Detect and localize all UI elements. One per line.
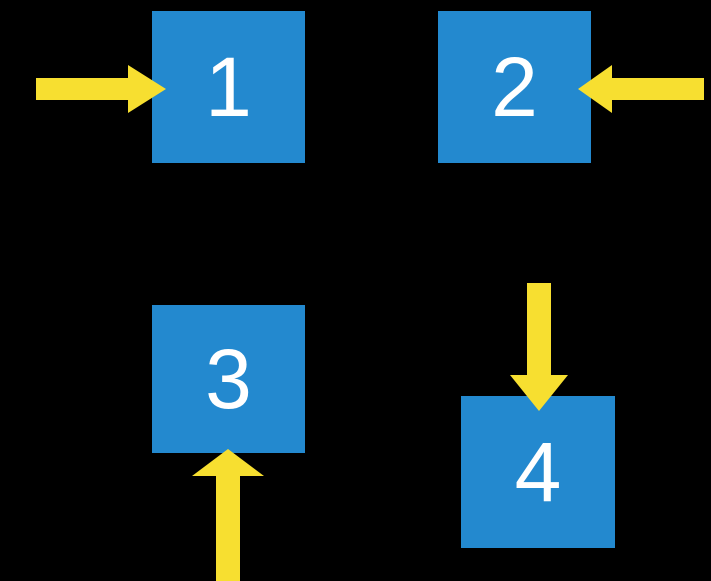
node-box-3[interactable]: 3: [152, 305, 305, 453]
arrow-down-glyph: [510, 283, 568, 411]
arrow-up-glyph: [192, 449, 264, 581]
arrow-down-icon: [510, 283, 568, 411]
node-box-1[interactable]: 1: [152, 11, 305, 163]
arrow-left-icon: [578, 65, 704, 113]
node-box-4[interactable]: 4: [461, 396, 615, 548]
arrow-right-glyph: [36, 65, 166, 113]
arrow-left-glyph: [578, 65, 704, 113]
node-label-1: 1: [205, 40, 252, 134]
arrow-right-icon: [36, 65, 166, 113]
node-label-4: 4: [514, 425, 562, 519]
node-label-2: 2: [491, 40, 538, 134]
node-label-3: 3: [205, 332, 252, 426]
node-box-2[interactable]: 2: [438, 11, 591, 163]
arrow-up-icon: [192, 449, 264, 581]
